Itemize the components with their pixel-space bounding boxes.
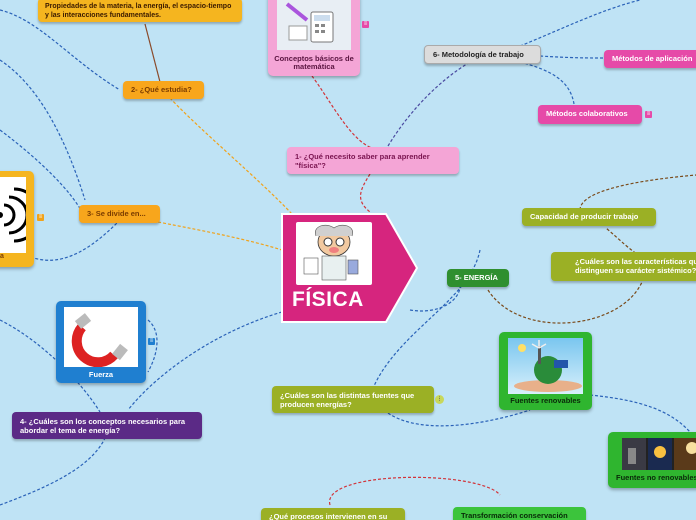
scientist-image [296,222,372,285]
sound-card-label: a [0,253,4,260]
conceptos-necesarios-label: 4- ¿Cuáles son los conceptos necesarios … [20,417,186,435]
transformacion-node[interactable]: Transformación conservación [453,507,586,520]
se-divide-node[interactable]: 3- Se divide en... [79,205,160,223]
central-label: FÍSICA [292,288,364,311]
sound-card[interactable]: a [0,171,42,267]
que-estudia-node[interactable]: 2- ¿Qué estudia? [123,81,204,99]
conceptos-basicos-label: Conceptos básicos de matemática [274,54,354,71]
central-node[interactable]: FÍSICA [280,212,420,324]
conceptos-necesarios-node[interactable]: 4- ¿Cuáles son los conceptos necesarios … [12,412,202,439]
calculator-image [277,0,351,50]
fuentes-no-renovables-label: Fuentes no renovables [616,473,696,482]
metodos-aplicacion-label: Métodos de aplicación [612,54,693,63]
fuerza-card[interactable]: Fuerza [56,301,146,383]
menu-icon[interactable]: ≡ [37,214,44,221]
que-necesito-label: 1- ¿Qué necesito saber para aprender "fí… [295,152,430,170]
fuentes-energia-label: ¿Cuáles son las distintas fuentes que pr… [280,391,415,409]
fuentes-no-renovables-card[interactable]: Fuentes no renovables [608,432,696,488]
sound-waves-icon [0,177,42,253]
metodos-colaborativos-label: Métodos colaborativos [546,109,628,118]
earth-plant-image [508,338,583,394]
procesos-node[interactable]: ¿Qué procesos intervienen en su [261,508,405,520]
energia-node[interactable]: 5- ENERGÍA [447,269,509,287]
metodos-colaborativos-node[interactable]: Métodos colaborativos [538,105,642,124]
energia-label: 5- ENERGÍA [455,273,498,282]
propiedades-node[interactable]: Propiedades de la materia, la energía, e… [38,0,242,22]
que-necesito-node[interactable]: 1- ¿Qué necesito saber para aprender "fí… [287,147,459,174]
capacidad-trabajo-label: Capacidad de producir trabajo [530,212,639,221]
fuentes-energia-node[interactable]: ¿Cuáles son las distintas fuentes que pr… [272,386,434,413]
capacidad-trabajo-node[interactable]: Capacidad de producir trabajo [522,208,656,226]
procesos-label: ¿Qué procesos intervienen en su [269,512,388,520]
transformacion-label: Transformación conservación [461,511,568,520]
propiedades-text: Propiedades de la materia, la energía, e… [45,3,232,19]
metodos-aplicacion-node[interactable]: Métodos de aplicación [604,50,696,68]
menu-icon[interactable]: ≡ [362,21,369,28]
fuentes-renovables-label: Fuentes renovables [510,396,581,405]
fuentes-renovables-card[interactable]: Fuentes renovables [499,332,592,410]
menu-icon[interactable]: ≡ [148,338,155,345]
caracteristicas-node[interactable]: ¿Cuáles son las características que dist… [551,252,696,281]
se-divide-label: 3- Se divide en... [87,209,146,218]
caracteristicas-label: ¿Cuáles son las características que dist… [575,257,696,275]
industry-image [622,438,696,470]
metodologia-label: 6- Metodología de trabajo [433,50,524,59]
attachment-icon[interactable]: ⁝ [435,395,444,404]
conceptos-basicos-card[interactable]: Conceptos básicos de matemática [268,0,360,76]
fuerza-label: Fuerza [88,370,114,379]
magnet-image [64,307,138,368]
menu-icon[interactable]: ≡ [645,111,652,118]
que-estudia-label: 2- ¿Qué estudia? [131,85,192,94]
metodologia-node[interactable]: 6- Metodología de trabajo [424,45,541,64]
